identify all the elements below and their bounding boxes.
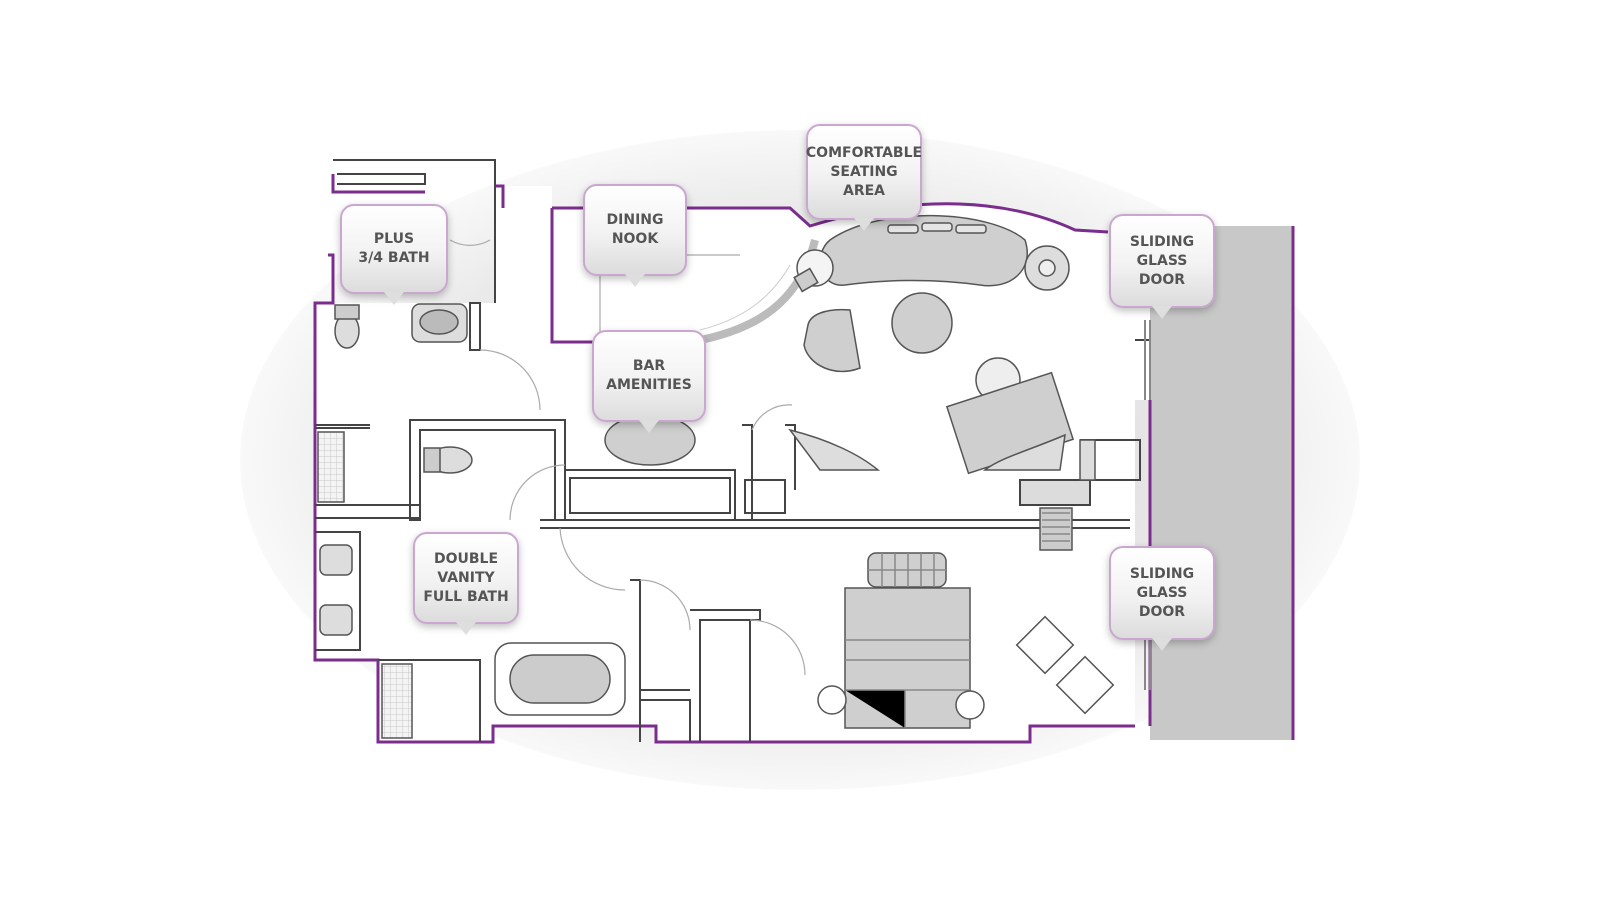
callout-label: BAR AMENITIES bbox=[606, 358, 692, 393]
callout-label: DOUBLE VANITY FULL BATH bbox=[423, 550, 509, 605]
callout-plus-bath: PLUS 3/4 BATH bbox=[340, 204, 448, 305]
callout-label: PLUS 3/4 BATH bbox=[358, 231, 430, 266]
balcony bbox=[1150, 226, 1293, 740]
callout-label: SLIDING GLASS DOOR bbox=[1129, 565, 1195, 620]
callout-seating-area: COMFORTABLE SEATING AREA bbox=[806, 124, 922, 231]
callout-label: COMFORTABLE SEATING AREA bbox=[805, 144, 923, 199]
callout-double-vanity: DOUBLE VANITY FULL BATH bbox=[413, 532, 519, 635]
interior-walls bbox=[315, 159, 1151, 742]
callout-label: DINING NOOK bbox=[606, 212, 664, 247]
living-furniture bbox=[604, 214, 1096, 551]
callout-bar-amenities: BAR AMENITIES bbox=[592, 330, 706, 433]
callout-label: SLIDING GLASS DOOR bbox=[1129, 233, 1195, 288]
callout-dining-nook: DINING NOOK bbox=[583, 184, 687, 287]
bath-fixtures bbox=[317, 303, 626, 739]
callout-sliding-door-top: SLIDING GLASS DOOR bbox=[1109, 214, 1215, 319]
bedroom-furniture bbox=[817, 552, 1115, 729]
callout-sliding-door-bottom: SLIDING GLASS DOOR bbox=[1109, 546, 1215, 651]
